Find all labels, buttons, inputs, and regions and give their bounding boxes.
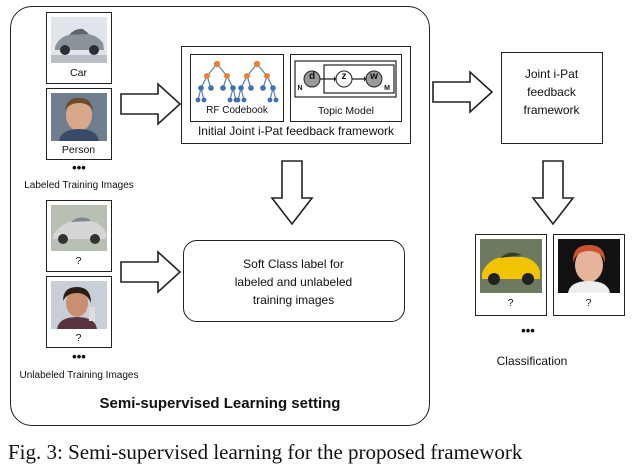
panel-title: Semi-supervised Learning setting [99, 395, 341, 412]
unlabeled-group-label: Unlabeled Training Images [19, 370, 139, 381]
topic-plate-n: N [297, 85, 303, 92]
unlabeled-car-photo [51, 205, 107, 251]
topic-node-w: w [370, 71, 378, 82]
initial-framework-box: RF Codebook d z w N M Topic Model Initia… [181, 46, 411, 144]
arrow-joint-to-classification [531, 160, 575, 226]
arrow-labeled-to-framework [120, 82, 182, 126]
joint-framework-box: Joint i-Pat feedback framework [501, 52, 603, 144]
classified-image-card-1: ? [475, 234, 547, 316]
figure-caption: Fig. 3: Semi-supervised learning for the… [8, 440, 523, 464]
topic-model-box: d z w N M Topic Model [290, 54, 402, 122]
soft-label-line-1: Soft Class label for [243, 257, 344, 271]
rf-codebook-tree-icon [195, 60, 279, 103]
joint-framework-line-3: framework [523, 103, 580, 117]
classified-car-photo [480, 239, 542, 293]
person-label: Person [61, 144, 96, 156]
labeled-dots: ••• [72, 160, 86, 175]
unlabeled-label-2: ? [75, 332, 82, 344]
topic-node-z: z [341, 71, 347, 82]
topic-model-graph-icon [294, 60, 397, 98]
classified-label-2: ? [585, 297, 592, 309]
car-photo [51, 17, 107, 63]
unlabeled-dots: ••• [72, 349, 86, 364]
topic-model-label: Topic Model [317, 105, 375, 117]
unlabeled-image-card-2: ? [46, 276, 112, 348]
semi-supervised-panel [10, 6, 430, 426]
car-image-card: Car [46, 12, 112, 84]
unlabeled-person-photo [51, 281, 107, 329]
unlabeled-label-1: ? [75, 255, 82, 267]
rf-codebook-box: RF Codebook [190, 54, 284, 122]
soft-label-line-3: training images [252, 293, 335, 307]
person-image-card: Person [46, 88, 112, 160]
topic-node-d: d [308, 71, 316, 82]
arrow-unlabeled-to-soft-label [120, 250, 182, 294]
topic-plate-m: M [384, 85, 390, 92]
joint-framework-line-2: feedback [527, 85, 576, 99]
soft-class-label-box: Soft Class label for labeled and unlabel… [183, 240, 405, 322]
arrow-framework-to-soft-label [270, 160, 314, 226]
joint-framework-line-1: Joint i-Pat [524, 67, 579, 81]
person-photo [51, 93, 107, 141]
unlabeled-image-card-1: ? [46, 200, 112, 272]
labeled-group-label: Labeled Training Images [24, 180, 134, 191]
classification-dots: ••• [521, 323, 535, 338]
initial-framework-caption: Initial Joint i-Pat feedback framework [197, 124, 395, 138]
classification-label: Classification [496, 354, 568, 368]
classified-label-1: ? [507, 297, 514, 309]
classified-person-photo [558, 239, 620, 293]
classified-image-card-2: ? [553, 234, 625, 316]
rf-codebook-label: RF Codebook [206, 105, 268, 116]
car-label: Car [70, 67, 87, 79]
soft-label-line-2: labeled and unlabeled [234, 275, 353, 289]
arrow-panel-to-joint-framework [432, 70, 494, 114]
